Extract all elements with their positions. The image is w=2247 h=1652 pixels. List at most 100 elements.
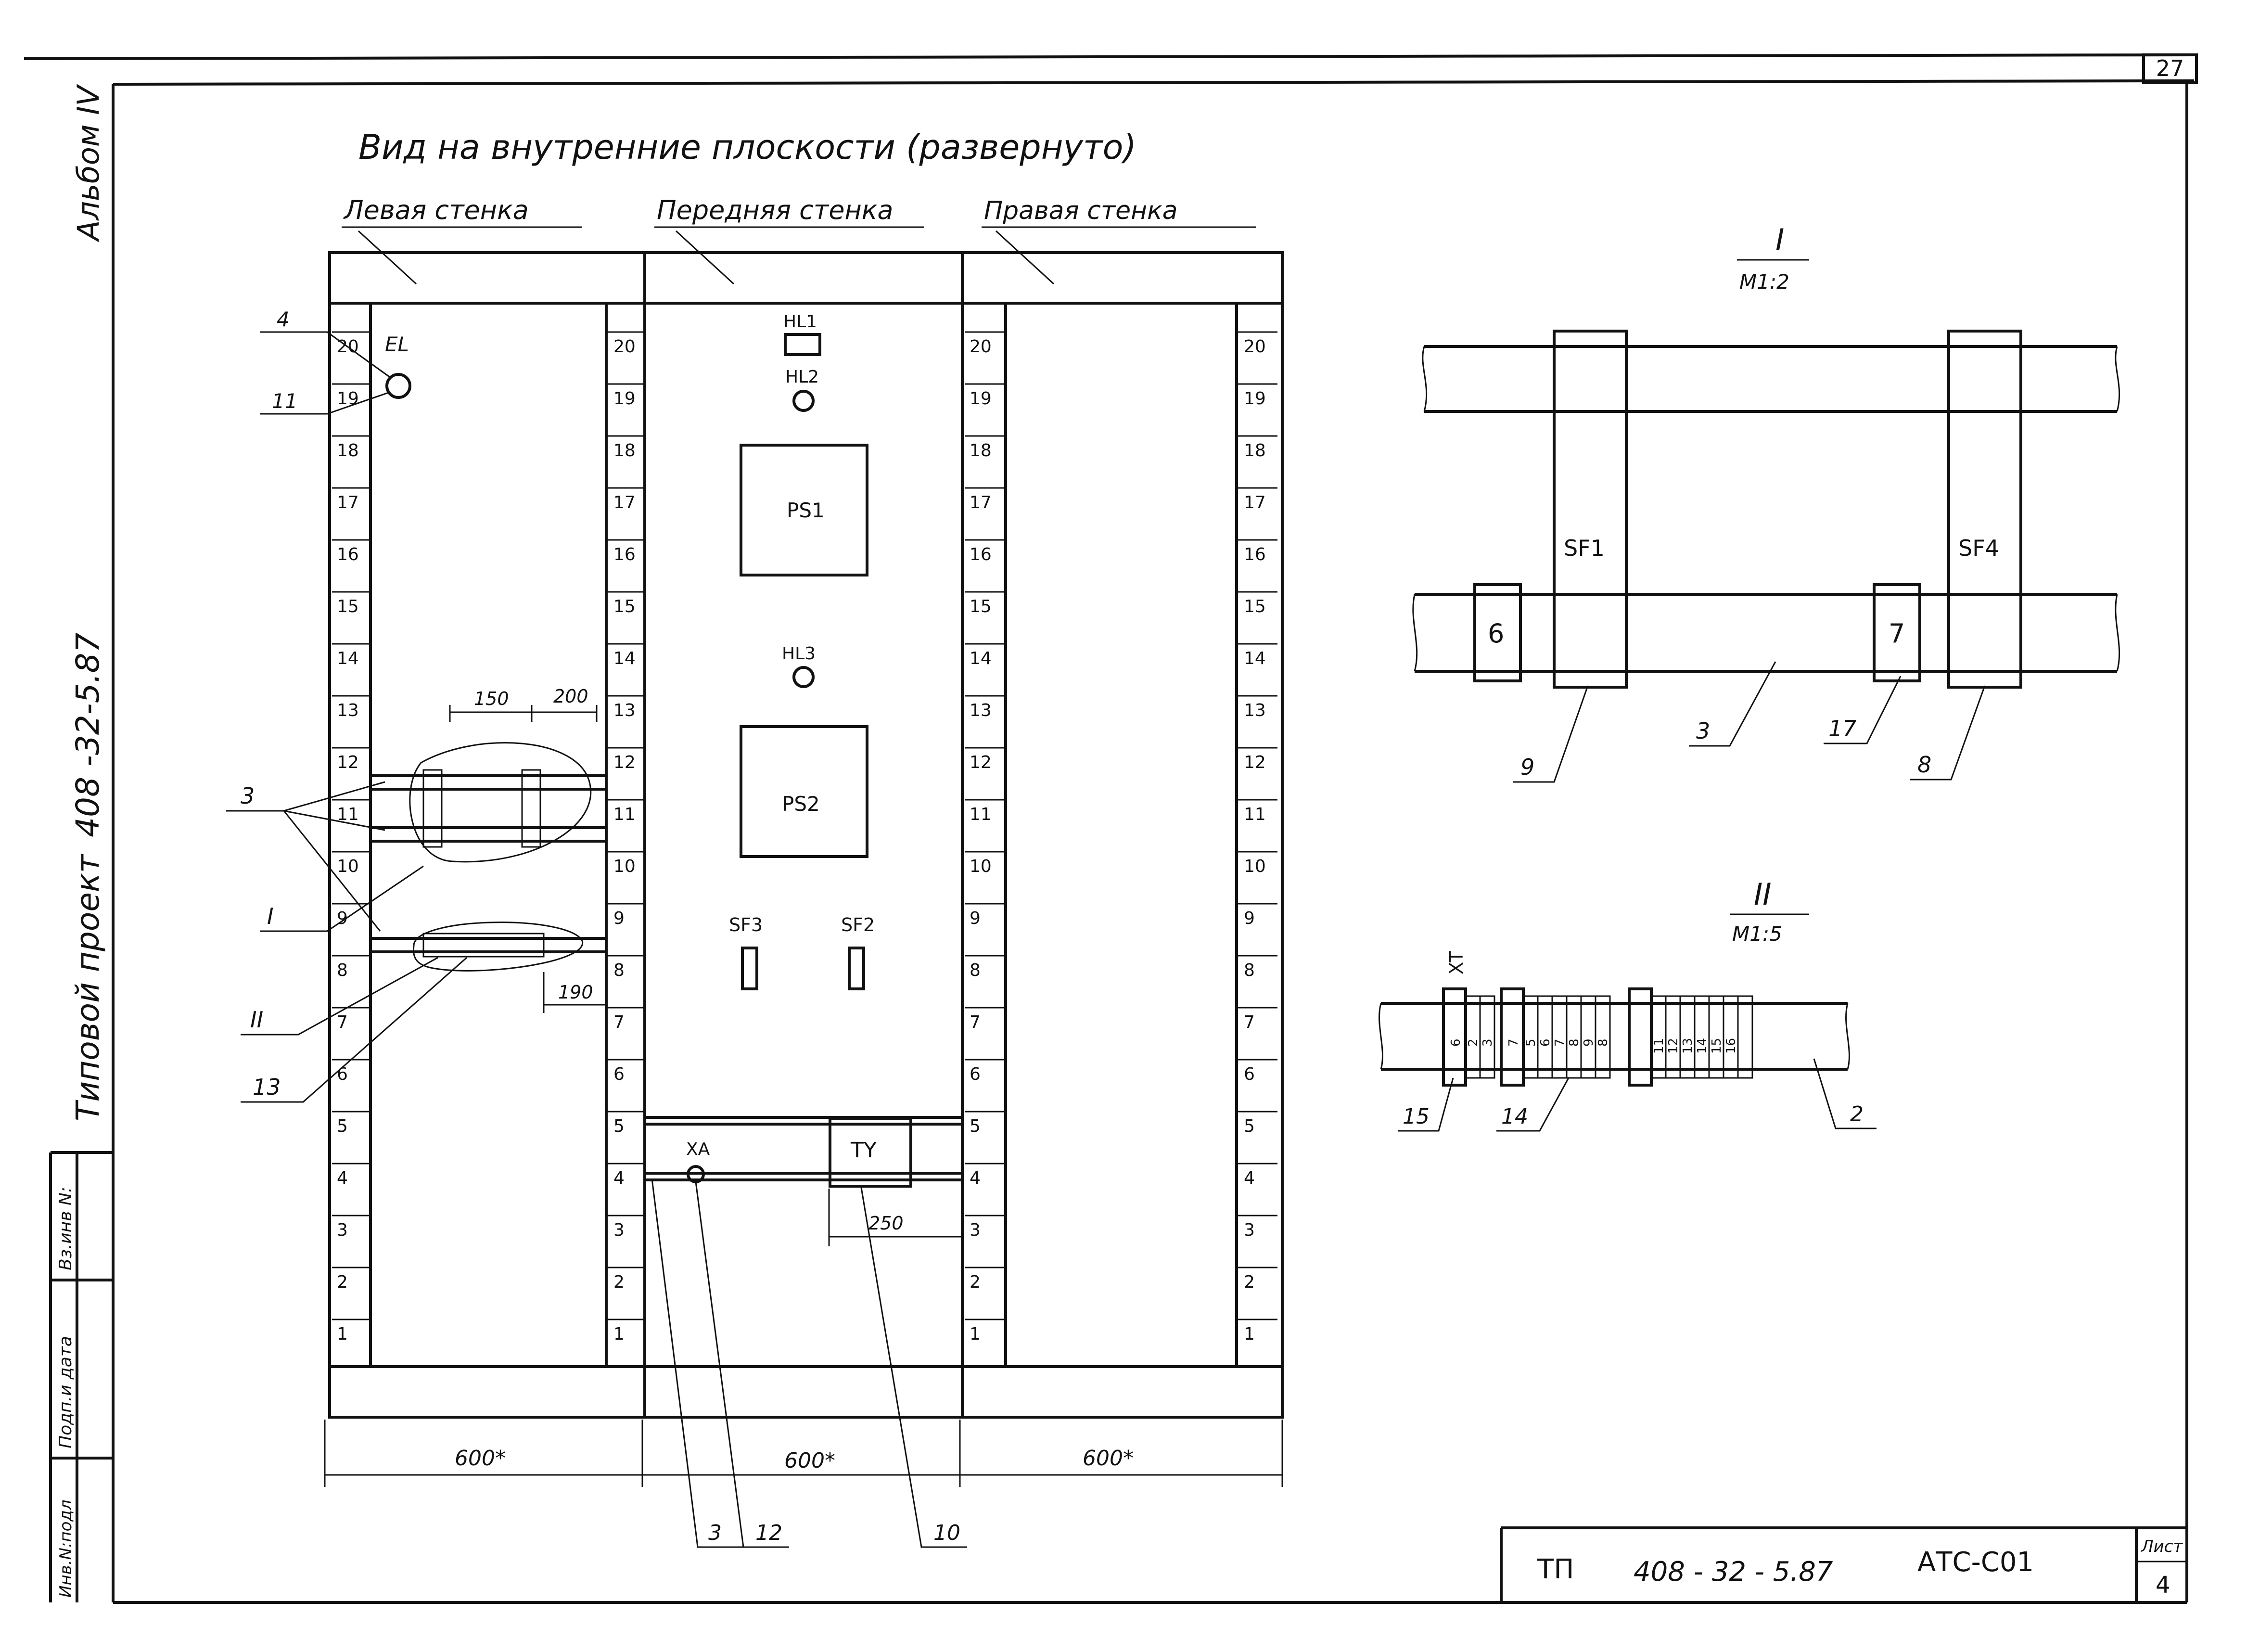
terminal-number: 15 (1710, 1038, 1724, 1054)
rail-number: 12 (1244, 753, 1266, 772)
rail-number: 17 (1244, 493, 1266, 512)
rail-number: 16 (970, 545, 992, 564)
rail-number: 15 (970, 597, 992, 616)
rail-number: 1 (970, 1324, 981, 1344)
right-wall-caption: Правая стенка (984, 196, 1177, 225)
title-block: ТП 408 - 32 - 5.87 АТС-С01 Лист 4 (1500, 1526, 2187, 1602)
rail-number: 16 (1244, 545, 1266, 564)
rail-number: 19 (337, 389, 359, 409)
sheet-frame: 27 (24, 53, 2198, 1604)
rail-number: 2 (337, 1272, 348, 1292)
terminal-number: 2 (1466, 1038, 1481, 1047)
rail-number: 9 (1244, 909, 1255, 928)
detail-II-scale: M1:5 (1732, 922, 1782, 946)
detail-I-title: I (1775, 222, 1784, 257)
width-dimensions: 600* 600* 600* (324, 1420, 1283, 1487)
section-II-callout: II (250, 1007, 263, 1033)
terminal-number: 8 (1567, 1038, 1582, 1047)
rail-number: 20 (970, 337, 992, 357)
breaker-sf1: SF1 (1564, 535, 1605, 561)
dim-190: 190 (558, 982, 593, 1003)
rail-number: 18 (613, 441, 636, 461)
rail-number: 1 (1244, 1324, 1255, 1344)
rail-number: 3 (613, 1220, 625, 1240)
device-hl1: HL1 (783, 312, 817, 332)
dim-200: 200 (553, 686, 588, 707)
rail-number: 13 (337, 701, 359, 720)
cabinet-outline (328, 230, 1284, 1419)
terminal-strip-label: XT (1446, 951, 1467, 974)
rail-number: 18 (970, 441, 992, 461)
stamp-field-2: Подп.и дата (56, 1336, 76, 1448)
rail-number: 3 (337, 1220, 348, 1240)
dim-150: 150 (474, 688, 509, 709)
sheet-label: Лист (2140, 1537, 2183, 1556)
terminal-number: 3 (1481, 1038, 1495, 1047)
project-type: Типовой проект (69, 853, 106, 1121)
rail-number: 3 (970, 1220, 981, 1240)
lamp-el-label: EL (385, 333, 409, 356)
leader-3: 3 (241, 783, 255, 809)
rail-number: 19 (970, 389, 992, 409)
device-ps2: PS2 (782, 792, 820, 816)
rail-number: 18 (1244, 441, 1266, 461)
leader-13: 13 (253, 1074, 281, 1100)
rail-number: 13 (970, 701, 992, 720)
wall-captions: Левая стенка Передняя стенка Правая стен… (342, 195, 1256, 228)
rail-number: 14 (337, 649, 359, 668)
rail-number: 14 (1244, 649, 1266, 668)
rail-number: 7 (337, 1012, 348, 1032)
terminal-number: 16 (1724, 1038, 1738, 1054)
leader-8: 8 (1917, 752, 1931, 778)
terminal-number: 12 (1666, 1038, 1681, 1054)
device-sf3: SF3 (729, 914, 763, 935)
rail-number: 17 (337, 493, 359, 512)
left-wall-contents: EL 4 11 150 200 3 I 190 II 13 (226, 307, 606, 1103)
album-label: Альбом IV (71, 83, 106, 243)
leader-2: 2 (1850, 1102, 1864, 1127)
rail-number: 11 (970, 805, 992, 824)
device-xa: XA (686, 1140, 710, 1159)
rail-number: 9 (970, 909, 981, 928)
rail-number: 8 (970, 960, 981, 980)
rail-number: 15 (613, 597, 636, 616)
rail-number: 3 (1244, 1220, 1255, 1240)
front-wall-contents: HL1 HL2 PS1 HL3 PS2 SF3 SF2 XA TY 250 3 … (645, 312, 967, 1548)
rail-number: 2 (1244, 1272, 1255, 1292)
rail-number: 4 (613, 1168, 625, 1188)
rail-number: 10 (1244, 857, 1266, 876)
sheet-number: 27 (2156, 55, 2184, 81)
leader-10: 10 (933, 1521, 960, 1545)
rail-number: 7 (613, 1012, 625, 1032)
rail-number: 5 (337, 1116, 348, 1136)
leader-9: 9 (1520, 754, 1534, 780)
rail-number: 17 (613, 493, 636, 512)
rail-number: 7 (970, 1012, 981, 1032)
rail-number: 14 (970, 649, 992, 668)
detail-I: I M1:2 SF1 SF4 6 7 9 3 17 8 (1412, 222, 2120, 783)
drawing-title: Вид на внутренние плоскости (развернуто) (358, 128, 1136, 167)
block-6: 6 (1488, 618, 1504, 649)
terminal-number: 7 (1507, 1038, 1521, 1047)
rail-number: 1 (613, 1324, 625, 1344)
stamp-field-3: Инв.N:подл (56, 1499, 76, 1598)
device-hl3: HL3 (782, 644, 816, 664)
rail-number: 12 (337, 753, 359, 772)
doc-type: ТП (1537, 1554, 1574, 1585)
leader-4: 4 (277, 307, 290, 331)
rail-number: 4 (337, 1168, 348, 1188)
block-7: 7 (1889, 618, 1905, 649)
rail-number: 2 (970, 1272, 981, 1292)
dim-width-front: 600* (784, 1448, 835, 1473)
terminal-number: 9 (1582, 1038, 1596, 1047)
breaker-sf4: SF4 (1958, 535, 1999, 561)
detail-I-scale: M1:2 (1739, 270, 1789, 294)
leader-17: 17 (1828, 716, 1857, 742)
rail-number: 2 (613, 1272, 625, 1292)
side-stamp: Альбом IV 408 -32-5.87 Типовой проект Вз… (49, 83, 113, 1602)
leader-14: 14 (1501, 1104, 1528, 1129)
rail-number: 10 (337, 857, 359, 876)
rail-number: 11 (1244, 805, 1266, 824)
dim-width-left: 600* (455, 1446, 506, 1471)
